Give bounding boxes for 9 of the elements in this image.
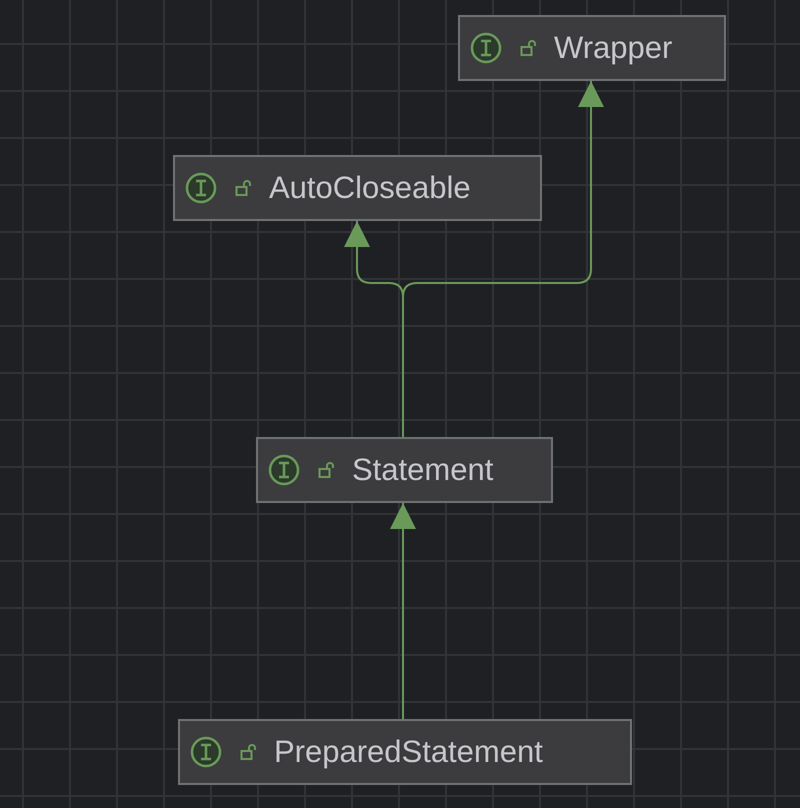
interface-name: Statement <box>352 452 494 488</box>
interface-box <box>256 437 553 503</box>
interface-name: AutoCloseable <box>269 170 471 206</box>
interface-name: PreparedStatement <box>274 734 543 770</box>
interface-box <box>458 15 726 81</box>
interface-box <box>178 719 632 785</box>
interface-box <box>173 155 542 221</box>
inheritance-arrow <box>390 503 416 719</box>
interface-name: Wrapper <box>554 30 672 66</box>
